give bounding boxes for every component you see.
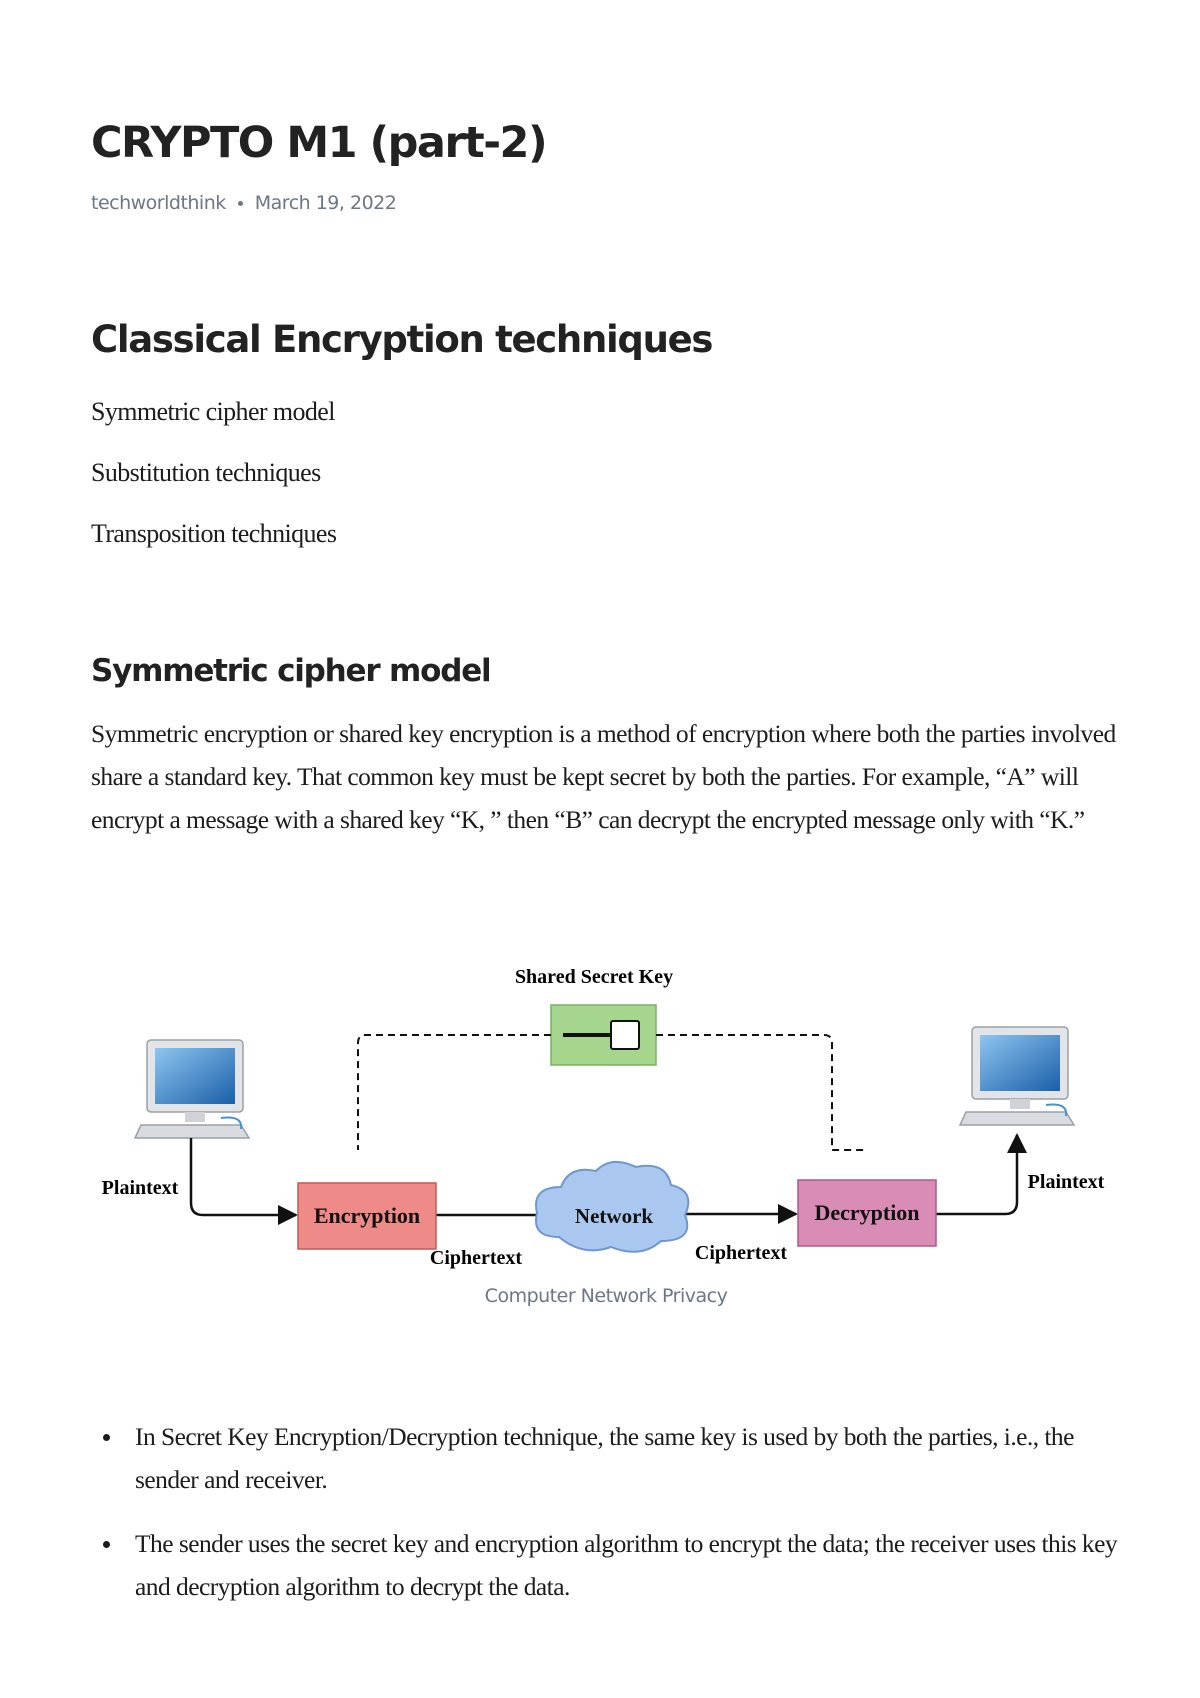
toc-item: Transposition techniques — [91, 519, 337, 548]
shared-key-label: Shared Secret Key — [515, 966, 673, 988]
plaintext-right-label: Plaintext — [1028, 1171, 1105, 1193]
toc-item: Substitution techniques — [91, 458, 321, 487]
list-item: The sender uses the secret key and encry… — [91, 1522, 1121, 1608]
encryption-label: Encryption — [314, 1203, 420, 1228]
bullet-icon — [103, 1434, 110, 1441]
bullet-list: In Secret Key Encryption/Decryption tech… — [91, 1415, 1121, 1629]
post-date[interactable]: March 19, 2022 — [254, 192, 397, 214]
flow-arrows — [189, 1133, 1027, 1225]
decryption-label: Decryption — [814, 1200, 919, 1225]
ciphertext-right-label: Ciphertext — [695, 1242, 788, 1264]
meta-separator — [237, 200, 243, 206]
post-title: CRYPTO M1 (part-2) — [91, 118, 548, 168]
post-meta: techworldthink March 19, 2022 — [91, 192, 397, 214]
decryption-box: Decryption — [797, 1179, 937, 1247]
key-icon — [550, 1004, 657, 1066]
symmetric-cipher-diagram: Shared Secret Key Plaintext P — [102, 966, 1105, 1269]
list-item-text: In Secret Key Encryption/Decryption tech… — [135, 1422, 1074, 1494]
list-item: In Secret Key Encryption/Decryption tech… — [91, 1415, 1121, 1501]
network-cloud-icon: Network — [535, 1160, 690, 1253]
encryption-box: Encryption — [297, 1182, 437, 1250]
sender-computer-icon — [133, 1039, 251, 1139]
intro-paragraph: Symmetric encryption or shared key encry… — [91, 719, 1116, 834]
author-link[interactable]: techworldthink — [91, 192, 226, 214]
toc-item: Symmetric cipher model — [91, 397, 335, 426]
receiver-computer-icon — [958, 1026, 1076, 1126]
key-distribution-lines — [357, 1034, 866, 1151]
list-item-text: The sender uses the secret key and encry… — [135, 1529, 1118, 1601]
plaintext-left-label: Plaintext — [102, 1177, 179, 1199]
figure-caption: Computer Network Privacy — [484, 1285, 728, 1307]
subsection-heading: Symmetric cipher model — [91, 653, 492, 689]
network-label: Network — [575, 1204, 653, 1228]
bullet-icon — [103, 1541, 110, 1548]
section-heading: Classical Encryption techniques — [91, 318, 713, 361]
ciphertext-left-label: Ciphertext — [430, 1247, 523, 1269]
